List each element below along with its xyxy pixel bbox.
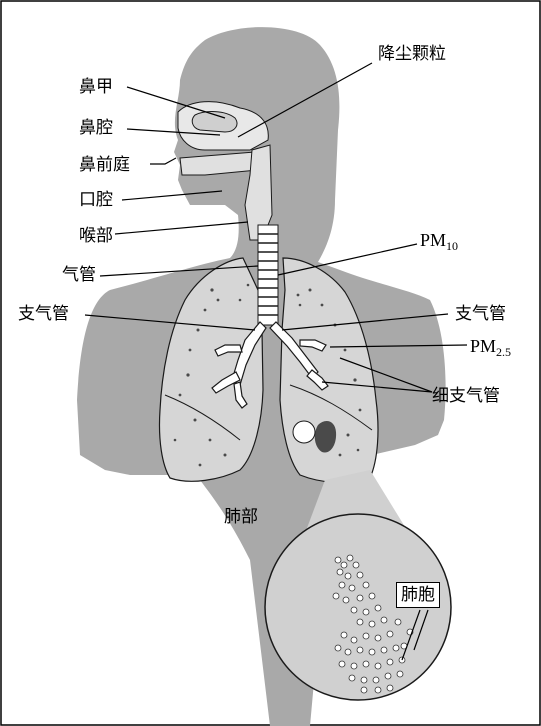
label-nasal-vestibule: 鼻前庭: [79, 155, 130, 175]
label-oral-cavity: 口腔: [79, 190, 113, 210]
pm10-sub: 10: [446, 239, 458, 253]
leader-larynx: [115, 222, 248, 234]
label-bronchus-right: 支气管: [455, 304, 506, 324]
label-larynx: 喉部: [79, 226, 113, 246]
pm25-prefix: PM: [470, 336, 496, 356]
label-pm25: PM2.5: [470, 336, 511, 362]
label-nasal-concha: 鼻甲: [79, 77, 113, 97]
label-lungs: 肺部: [224, 507, 258, 527]
pm25-sub: 2.5: [496, 345, 511, 359]
label-alveoli: 肺胞: [396, 582, 440, 608]
label-bronchus-left: 支气管: [18, 304, 69, 324]
pm10-prefix: PM: [420, 230, 446, 250]
white-nodule: [293, 421, 315, 443]
label-bronchioles: 细支气管: [432, 386, 500, 406]
label-dustfall: 降尘颗粒: [378, 44, 446, 64]
trachea-tube: [258, 225, 278, 325]
leader-nasal-vestibule: [150, 158, 176, 164]
label-nasal-cavity: 鼻腔: [79, 118, 113, 138]
label-pm10: PM10: [420, 230, 458, 256]
label-trachea: 气管: [62, 265, 96, 285]
